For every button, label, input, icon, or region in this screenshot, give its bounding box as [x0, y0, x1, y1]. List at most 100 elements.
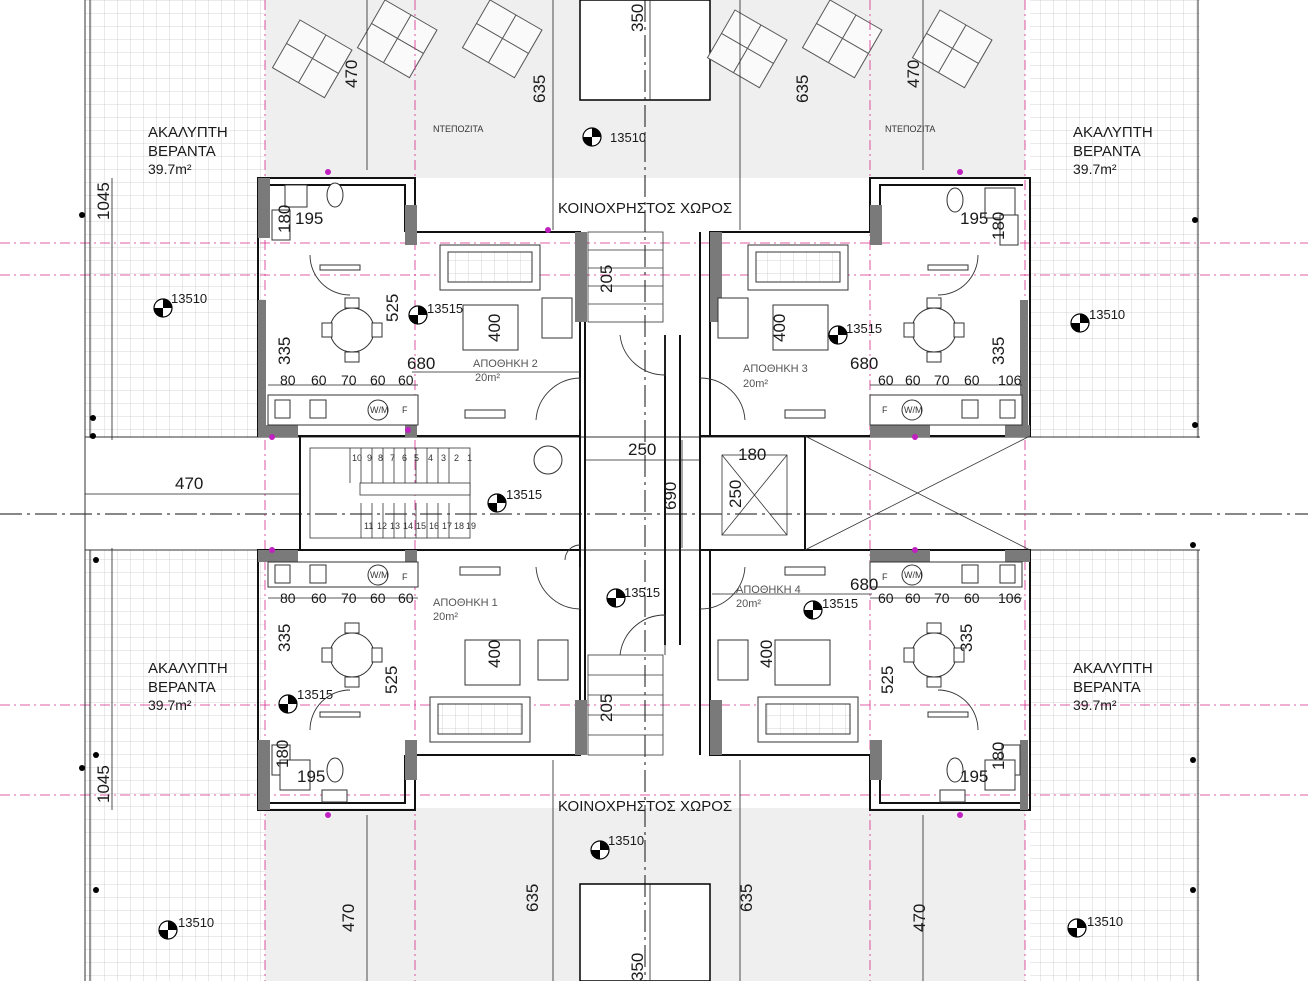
svg-text:W/M: W/M — [370, 570, 389, 580]
svg-text:400: 400 — [757, 640, 776, 668]
svg-text:60: 60 — [311, 372, 327, 388]
svg-text:195: 195 — [960, 767, 988, 786]
svg-text:400: 400 — [485, 314, 504, 342]
solar-panels — [271, 0, 993, 99]
svg-text:W/M: W/M — [370, 405, 389, 415]
boundary-points — [79, 212, 1198, 893]
svg-text:60: 60 — [905, 590, 921, 606]
svg-text:18: 18 — [454, 521, 464, 531]
svg-text:180: 180 — [275, 205, 294, 233]
doors — [309, 254, 979, 731]
svg-text:13: 13 — [390, 521, 400, 531]
svg-text:106: 106 — [998, 590, 1022, 606]
svg-text:13510: 13510 — [178, 915, 214, 930]
svg-text:39.7m²: 39.7m² — [148, 161, 192, 177]
svg-text:F: F — [882, 405, 888, 415]
svg-text:60: 60 — [878, 590, 894, 606]
svg-text:13510: 13510 — [610, 130, 646, 145]
svg-text:335: 335 — [989, 337, 1008, 365]
svg-text:13510: 13510 — [1089, 307, 1125, 322]
svg-text:ΑΚΑΛΥΠΤΗ: ΑΚΑΛΥΠΤΗ — [1073, 660, 1153, 677]
svg-text:39.7m²: 39.7m² — [148, 697, 192, 713]
svg-text:F: F — [882, 572, 888, 582]
svg-text:635: 635 — [793, 75, 812, 103]
svg-text:3: 3 — [441, 453, 446, 463]
svg-text:4: 4 — [428, 453, 433, 463]
svg-text:60: 60 — [964, 590, 980, 606]
svg-text:12: 12 — [377, 521, 387, 531]
svg-text:13515: 13515 — [297, 687, 333, 702]
svg-text:400: 400 — [770, 314, 789, 342]
svg-text:20m²: 20m² — [743, 378, 768, 390]
svg-text:70: 70 — [934, 372, 950, 388]
dimension-lines — [85, 0, 1022, 981]
svg-text:ΒΕΡΑΝΤΑ: ΒΕΡΑΝΤΑ — [1073, 679, 1141, 696]
svg-text:60: 60 — [964, 372, 980, 388]
svg-text:680: 680 — [407, 354, 435, 373]
furniture — [267, 182, 1023, 803]
svg-text:635: 635 — [737, 884, 756, 912]
svg-text:70: 70 — [341, 372, 357, 388]
staircase — [309, 231, 1031, 756]
svg-text:39.7m²: 39.7m² — [1073, 161, 1117, 177]
svg-text:60: 60 — [370, 590, 386, 606]
svg-text:80: 80 — [280, 372, 296, 388]
column-markers — [269, 169, 963, 818]
svg-text:60: 60 — [905, 372, 921, 388]
svg-text:13515: 13515 — [427, 301, 463, 316]
room-labels: ΚΟΙΝΟΧΡΗΣΤΟΣ ΧΩΡΟΣ ΚΟΙΝΟΧΡΗΣΤΟΣ ΧΩΡΟΣ ΝΤ… — [433, 124, 935, 815]
svg-text:W/M: W/M — [904, 570, 923, 580]
svg-text:13510: 13510 — [171, 291, 207, 306]
svg-text:20m²: 20m² — [736, 598, 761, 610]
svg-text:80: 80 — [280, 590, 296, 606]
svg-text:20m²: 20m² — [433, 611, 458, 623]
svg-text:13515: 13515 — [624, 585, 660, 600]
veranda-labels: ΑΚΑΛΥΠΤΗ ΒΕΡΑΝΤΑ 39.7m² ΑΚΑΛΥΠΤΗ ΒΕΡΑΝΤΑ… — [148, 124, 1153, 713]
svg-text:13515: 13515 — [846, 321, 882, 336]
svg-text:ΑΠΟΘΗΚΗ 3: ΑΠΟΘΗΚΗ 3 — [743, 363, 808, 375]
svg-text:F: F — [402, 572, 408, 582]
svg-text:6: 6 — [402, 453, 407, 463]
svg-text:19: 19 — [466, 521, 476, 531]
svg-text:7: 7 — [390, 453, 395, 463]
stair-step-numbers: 10 9 8 7 6 5 4 3 2 1 11 12 13 14 15 16 1… — [352, 453, 476, 531]
svg-text:8: 8 — [378, 453, 383, 463]
svg-text:ΑΠΟΘΗΚΗ 1: ΑΠΟΘΗΚΗ 1 — [433, 597, 498, 609]
svg-text:ΝΤΕΠΟΖΙΤΑ: ΝΤΕΠΟΖΙΤΑ — [433, 124, 483, 134]
svg-text:525: 525 — [878, 666, 897, 694]
svg-text:525: 525 — [383, 294, 402, 322]
svg-text:350: 350 — [628, 4, 647, 32]
svg-text:635: 635 — [530, 75, 549, 103]
svg-text:ΝΤΕΠΟΖΙΤΑ: ΝΤΕΠΟΖΙΤΑ — [885, 124, 935, 134]
svg-text:ΒΕΡΑΝΤΑ: ΒΕΡΑΝΤΑ — [148, 679, 216, 696]
svg-text:106: 106 — [998, 372, 1022, 388]
svg-text:180: 180 — [273, 740, 292, 768]
svg-text:400: 400 — [485, 640, 504, 668]
svg-text:5: 5 — [414, 453, 419, 463]
svg-text:470: 470 — [904, 60, 923, 88]
svg-text:60: 60 — [370, 372, 386, 388]
svg-text:195: 195 — [960, 209, 988, 228]
svg-text:470: 470 — [175, 474, 203, 493]
svg-text:250: 250 — [628, 440, 656, 459]
svg-text:1045: 1045 — [94, 765, 113, 803]
svg-text:1: 1 — [467, 453, 472, 463]
svg-text:15: 15 — [416, 521, 426, 531]
svg-text:14: 14 — [403, 521, 413, 531]
svg-text:16: 16 — [429, 521, 439, 531]
wall-fills — [258, 178, 1030, 810]
svg-text:9: 9 — [367, 453, 372, 463]
svg-text:470: 470 — [339, 904, 358, 932]
svg-text:39.7m²: 39.7m² — [1073, 697, 1117, 713]
svg-text:60: 60 — [311, 590, 327, 606]
svg-text:1045: 1045 — [94, 182, 113, 220]
level-markers: 13510 13510 13510 13515 13515 13515 1351… — [153, 127, 1125, 940]
svg-text:350: 350 — [628, 953, 647, 981]
svg-text:60: 60 — [398, 372, 414, 388]
svg-text:13515: 13515 — [506, 487, 542, 502]
svg-text:13510: 13510 — [608, 833, 644, 848]
svg-text:ΑΚΑΛΥΠΤΗ: ΑΚΑΛΥΠΤΗ — [148, 124, 228, 141]
